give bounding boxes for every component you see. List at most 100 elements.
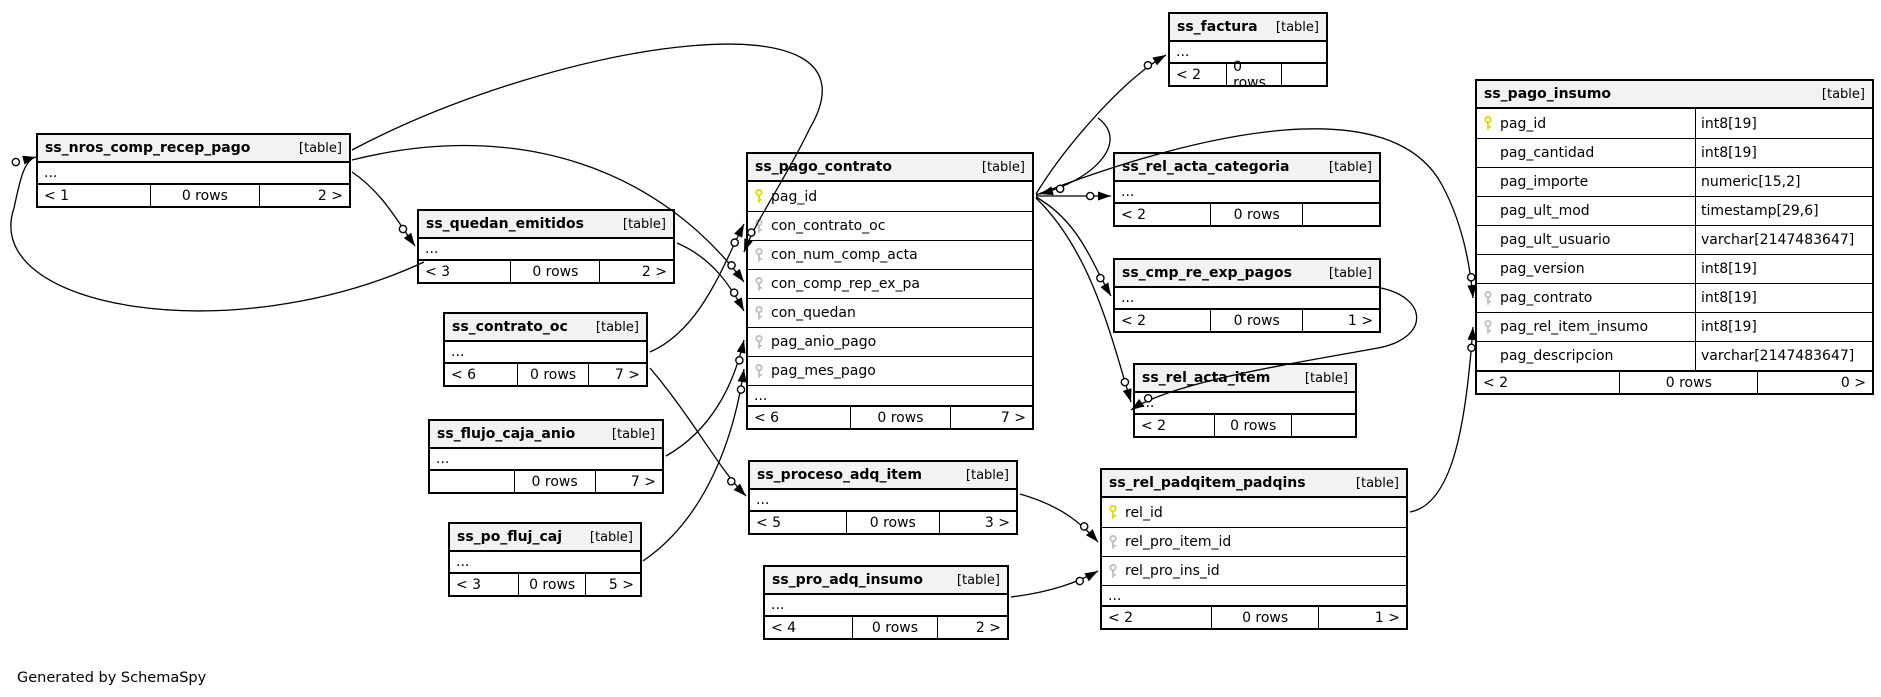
hidden-columns-row[interactable]: ... — [450, 552, 640, 572]
ellipsis-label: ... — [451, 344, 465, 360]
column-name: pag_ult_mod — [1500, 203, 1590, 219]
table-header[interactable]: ss_rel_padqitem_padqins[table] — [1102, 470, 1406, 498]
table-header[interactable]: ss_pago_insumo [table] — [1477, 81, 1872, 109]
row-count: 0 rows — [1210, 204, 1302, 225]
column-name: pag_version — [1500, 261, 1585, 277]
hidden-columns-row[interactable]: ... — [765, 595, 1007, 615]
table-header[interactable]: ss_factura[table] — [1170, 14, 1326, 42]
related-connectors-count: < 2 — [1141, 417, 1167, 434]
key-cell — [1477, 168, 1498, 196]
hidden-columns-row[interactable]: ... — [1170, 42, 1326, 62]
key-cell — [1477, 226, 1498, 254]
hidden-columns-row[interactable]: ... — [748, 385, 1032, 405]
column-row-pag_anio_pago[interactable]: pag_anio_pago — [748, 327, 1032, 356]
related-connectors-count: < 4 — [771, 619, 797, 636]
table-type-tag: [table] — [298, 140, 342, 156]
column-row-rel_pro_ins_id[interactable]: rel_pro_ins_id — [1102, 556, 1406, 585]
ellipsis-label: ... — [771, 597, 785, 613]
table-header[interactable]: ss_pago_contrato[table] — [748, 154, 1032, 182]
column-name: pag_mes_pago — [771, 363, 876, 379]
ellipsis-label: ... — [436, 451, 450, 467]
hidden-columns-row[interactable]: ... — [1115, 288, 1379, 308]
hidden-columns-row[interactable]: ... — [445, 342, 646, 362]
ellipsis-label: ... — [754, 387, 768, 404]
table-header[interactable]: ss_pro_adq_insumo[table] — [765, 567, 1007, 595]
column-row-con_comp_rep_ex_pa[interactable]: con_comp_rep_ex_pa — [748, 269, 1032, 298]
table-header[interactable]: ss_quedan_emitidos[table] — [419, 211, 673, 239]
table-name: ss_contrato_oc — [452, 319, 568, 335]
column-row-pag_id[interactable]: pag_id — [748, 182, 1032, 211]
table-header[interactable]: ss_rel_acta_item[table] — [1135, 365, 1355, 393]
column-row-rel_id[interactable]: rel_id — [1102, 498, 1406, 527]
column-row-con_quedan[interactable]: con_quedan — [748, 298, 1032, 327]
hidden-columns-row[interactable]: ... — [430, 449, 662, 469]
table-header[interactable]: ss_cmp_re_exp_pagos[table] — [1115, 260, 1379, 288]
column-row-con_num_comp_acta[interactable]: con_num_comp_acta — [748, 240, 1032, 269]
table-header[interactable]: ss_po_fluj_caj[table] — [450, 524, 640, 552]
hidden-columns-row[interactable]: ... — [38, 163, 349, 183]
table-header[interactable]: ss_proceso_adq_item[table] — [750, 462, 1016, 490]
table-name: ss_pago_insumo — [1484, 86, 1612, 102]
column-row-pag_mes_pago[interactable]: pag_mes_pago — [748, 356, 1032, 385]
column-name: pag_ult_usuario — [1500, 232, 1611, 248]
column-row-rel_pro_item_id[interactable]: rel_pro_item_id — [1102, 527, 1406, 556]
fk-key-cell — [1102, 557, 1123, 585]
table-type-tag: [table] — [1328, 265, 1372, 281]
pk-key-cell — [1477, 109, 1498, 138]
hidden-columns-row[interactable]: ... — [1115, 182, 1379, 202]
table-type-tag: [table] — [595, 319, 639, 335]
related-connectors-count — [1291, 415, 1355, 436]
table-type-tag: [table] — [1821, 86, 1865, 102]
table-type-tag: [table] — [622, 216, 666, 232]
hidden-columns-row[interactable]: ... — [419, 239, 673, 259]
column-name: pag_id — [1500, 115, 1547, 132]
table-header[interactable]: ss_flujo_caja_anio[table] — [430, 421, 662, 449]
pk-key-cell — [1102, 498, 1123, 527]
table-type-tag: [table] — [981, 159, 1025, 175]
related-connectors-count: 0 > — [1757, 372, 1872, 393]
ellipsis-label: ... — [1121, 290, 1135, 306]
related-connectors-count: 7 > — [587, 364, 646, 385]
table-name: ss_pro_adq_insumo — [772, 572, 923, 588]
column-row-con_contrato_oc[interactable]: con_contrato_oc — [748, 211, 1032, 240]
table-name: ss_po_fluj_caj — [457, 529, 562, 545]
relationship-line — [1039, 117, 1111, 196]
hidden-columns-row[interactable]: ... — [1135, 393, 1355, 413]
fk-key-cell — [1477, 313, 1498, 341]
table-header[interactable]: ss_rel_acta_categoria[table] — [1115, 154, 1379, 182]
hidden-columns-row[interactable]: ... — [750, 490, 1016, 510]
table-header[interactable]: ss_nros_comp_recep_pago[table] — [38, 135, 349, 163]
related-connectors-count: 2 > — [599, 261, 673, 282]
hidden-columns-row[interactable]: ... — [1102, 585, 1406, 605]
table-header[interactable]: ss_contrato_oc [table] — [445, 314, 646, 342]
row-count: 0 rows — [513, 471, 595, 492]
